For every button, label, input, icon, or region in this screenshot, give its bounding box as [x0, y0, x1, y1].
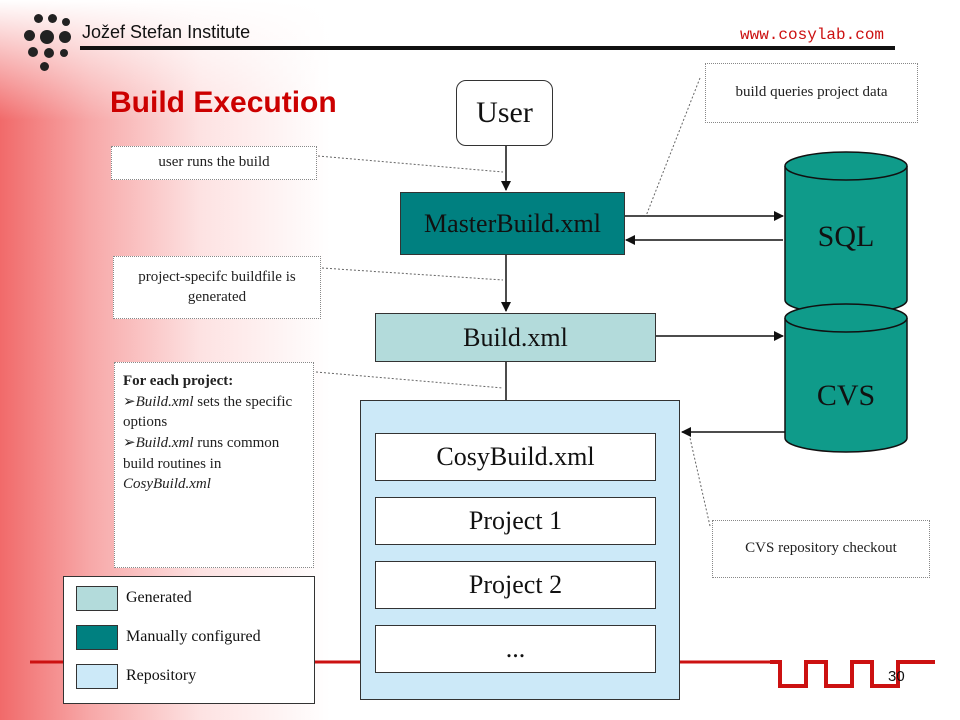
cosy-build-node: CosyBuild.xml	[375, 433, 656, 481]
legend-label-generated: Generated	[126, 589, 192, 606]
sql-label: SQL	[817, 220, 875, 253]
for-each-title: For each project:	[123, 373, 234, 389]
note-for-each-project: For each project: ➢Build.xml sets the sp…	[114, 362, 314, 568]
callout-build-queries	[645, 77, 701, 217]
sql-database-cylinder	[784, 151, 908, 315]
website-link[interactable]: www.cosylab.com	[740, 26, 885, 44]
note-build-queries: build queries project data	[705, 63, 918, 123]
project-2-node: Project 2	[375, 561, 656, 609]
legend-label-manual: Manually configured	[126, 628, 261, 645]
cvs-database-cylinder	[784, 303, 908, 453]
cosylab-logo	[24, 14, 76, 74]
callout-for-each	[315, 371, 504, 389]
legend-swatch-manual	[76, 625, 118, 650]
master-build-node: MasterBuild.xml	[400, 192, 625, 255]
note-user-runs: user runs the build	[111, 146, 317, 180]
institute-name: Jožef Stefan Institute	[82, 22, 251, 42]
bullet-arrow-icon: ➢	[123, 435, 136, 452]
user-node: User	[456, 80, 553, 146]
note-project-specific: project-specifc buildfile is generated	[113, 256, 321, 319]
legend-label-repository: Repository	[126, 667, 197, 684]
footer-wave	[770, 660, 935, 688]
project-1-node: Project 1	[375, 497, 656, 545]
for-each-item-1: ➢Build.xml sets the specific options	[123, 393, 293, 431]
legend: Generated Manually configured Repository	[63, 576, 315, 704]
for-each-item-2: ➢Build.xml runs common build routines in…	[123, 435, 280, 493]
legend-swatch-generated	[76, 586, 118, 611]
legend-swatch-repository	[76, 664, 118, 689]
cvs-label: CVS	[816, 379, 876, 412]
callout-project-specific	[321, 267, 504, 281]
bullet-arrow-icon: ➢	[123, 393, 136, 410]
header-rule	[80, 46, 895, 50]
callout-user-runs	[317, 155, 504, 173]
note-cvs-checkout: CVS repository checkout	[712, 520, 930, 578]
ellipsis-node: ...	[375, 625, 656, 673]
callout-cvs-checkout	[689, 437, 711, 527]
build-node: Build.xml	[375, 313, 656, 362]
slide-title: Build Execution	[110, 86, 337, 119]
page-number: 30	[888, 668, 905, 685]
